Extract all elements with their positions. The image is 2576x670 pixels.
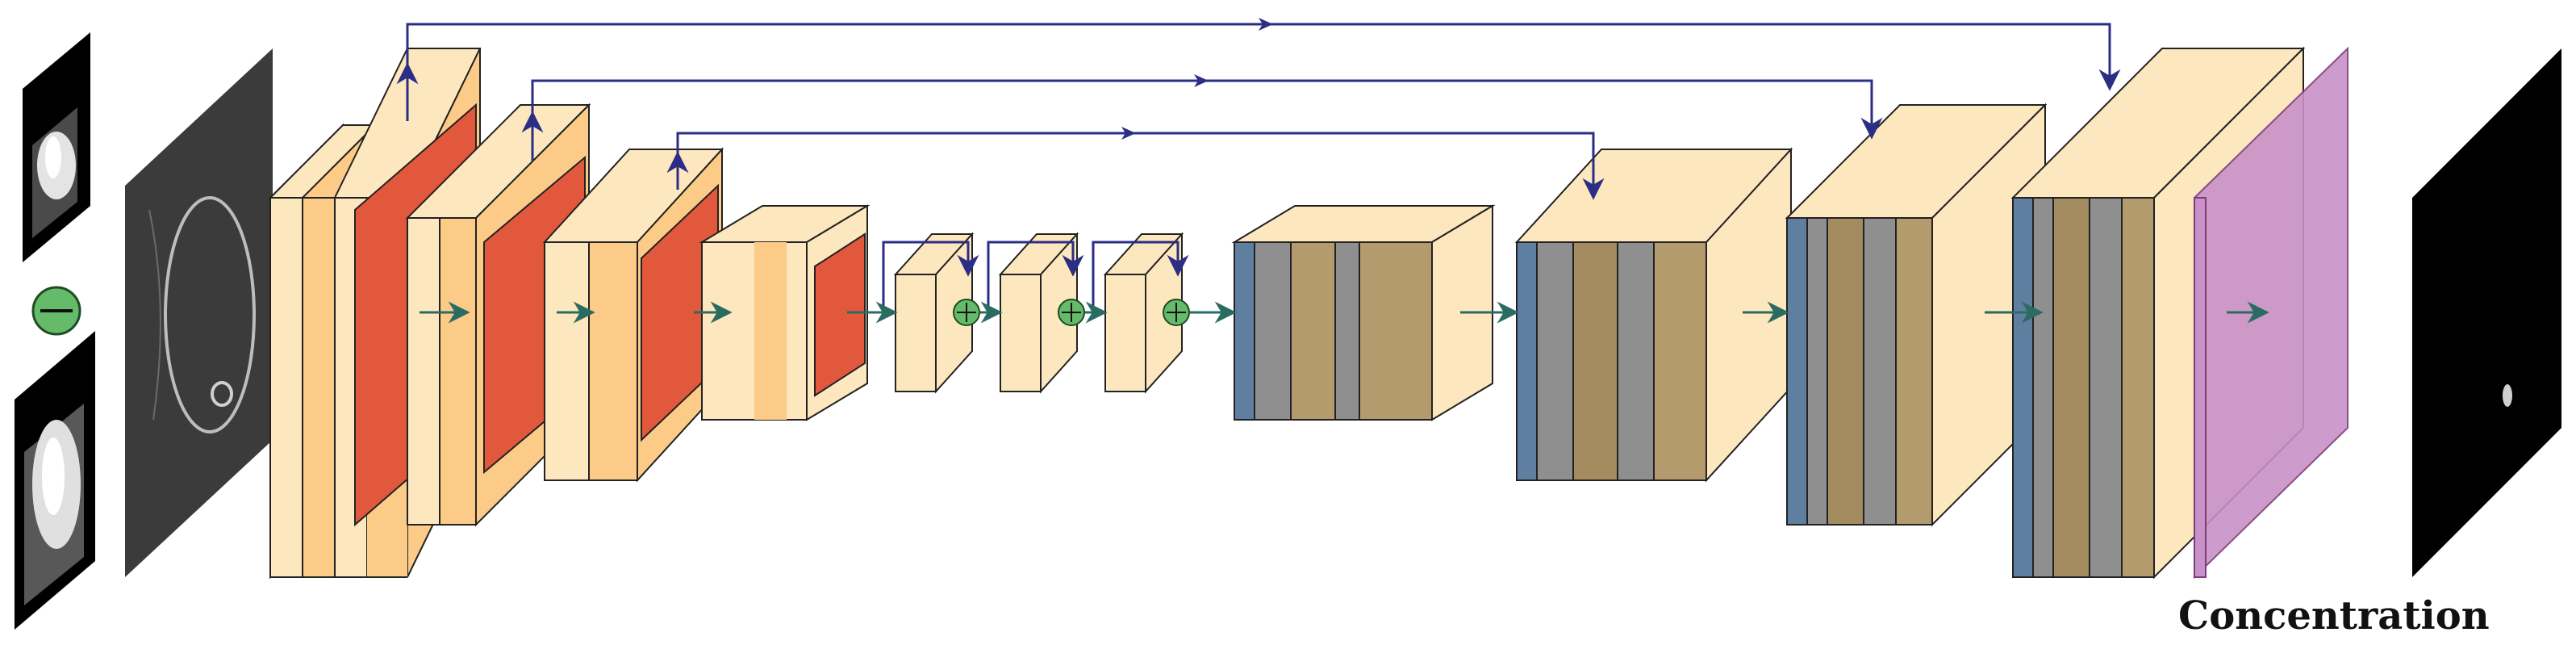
residual-connections [882,241,1189,311]
plus-icon [1163,299,1190,326]
input-image-bottom [15,331,95,630]
input-image-top [23,32,90,262]
plus-icon [953,299,980,326]
arrow-right-icon [1121,18,1273,140]
output-concentration-map [2412,48,2561,577]
decoder-block-2 [1514,147,1793,483]
encoder-block-4 [699,204,870,421]
minus-icon [31,286,81,336]
input-ct-slice [125,48,273,577]
plus-icon [1058,299,1085,326]
decoder-block-1 [1231,204,1496,421]
final-output-layer [2194,46,2348,580]
decoder-block-3 [1785,103,2048,527]
output-label: Concentration [2178,593,2490,639]
